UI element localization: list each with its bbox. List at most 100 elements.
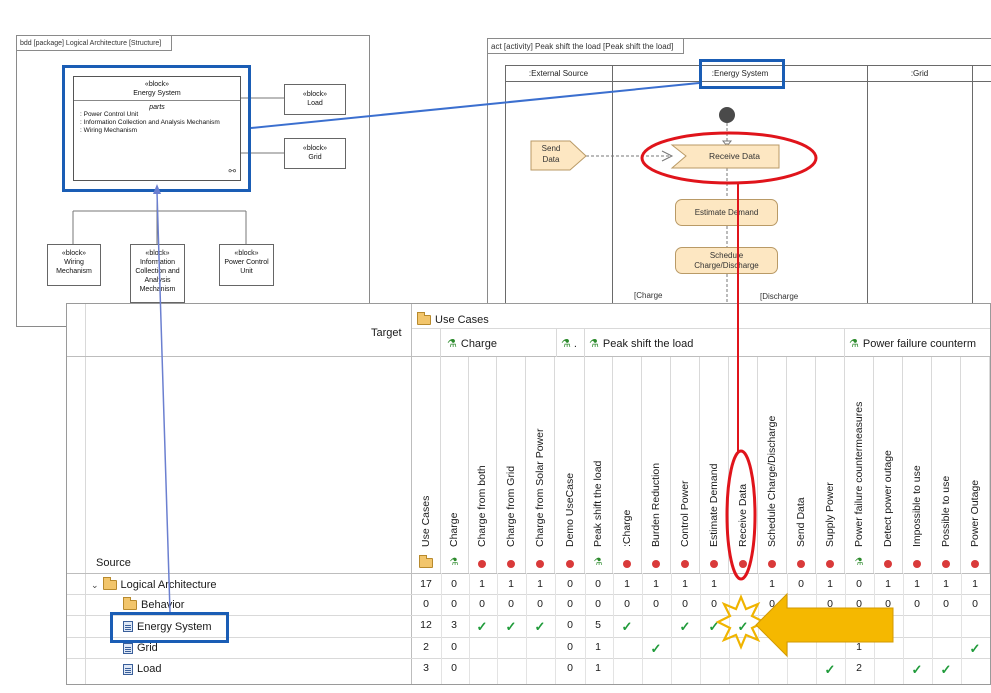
matrix-cell[interactable]: 0 [567, 662, 573, 674]
matrix-cell[interactable]: 0 [769, 598, 775, 610]
matrix-cell[interactable]: 0 [567, 578, 573, 590]
matrix-cell[interactable]: ✓ [824, 662, 836, 677]
estimate-demand-action[interactable]: Estimate Demand [675, 199, 778, 226]
matrix-cell[interactable]: 1 [595, 641, 601, 653]
column-header[interactable]: Use Cases [412, 357, 441, 573]
matrix-cell[interactable]: 0 [856, 578, 862, 590]
group-charge[interactable]: ⚗ Charge [447, 337, 497, 351]
group-power-failure[interactable]: ⚗ Power failure counterm [849, 337, 976, 351]
matrix-cell[interactable]: 2 [423, 641, 429, 653]
power-control-block[interactable]: «block» Power Control Unit [219, 244, 274, 286]
matrix-cell[interactable]: 0 [537, 598, 543, 610]
matrix-cell[interactable]: 1 [653, 578, 659, 590]
schedule-action[interactable]: Schedule Charge/Discharge [675, 247, 778, 274]
matrix-cell[interactable]: 0 [653, 598, 659, 610]
column-header[interactable]: Schedule Charge/Discharge [758, 357, 787, 573]
row-load[interactable]: Load [123, 660, 161, 678]
column-header[interactable]: Detect power outage [874, 357, 903, 573]
column-header[interactable]: Demo UseCase [556, 357, 585, 573]
column-header[interactable]: Control Power [671, 357, 700, 573]
matrix-cell[interactable]: ✓ [621, 619, 633, 634]
matrix-cell[interactable]: 0 [943, 598, 949, 610]
matrix-cell[interactable]: 1 [624, 578, 630, 590]
matrix-cell[interactable]: 0 [451, 578, 457, 590]
chevron-down-icon[interactable]: ⌄ [91, 579, 99, 590]
column-header[interactable]: Impossible to use [903, 357, 932, 573]
matrix-cell[interactable]: 0 [508, 598, 514, 610]
matrix-cell[interactable]: 0 [595, 598, 601, 610]
matrix-cell[interactable]: ✓ [679, 619, 691, 634]
matrix-cell[interactable]: 0 [451, 598, 457, 610]
matrix-cell[interactable]: 0 [479, 598, 485, 610]
matrix-cell[interactable]: 0 [972, 598, 978, 610]
matrix-cell[interactable]: 0 [451, 641, 457, 653]
matrix-cell[interactable]: 0 [451, 662, 457, 674]
matrix-cell[interactable]: 2 [856, 662, 862, 674]
matrix-cell[interactable]: 0 [567, 641, 573, 653]
matrix-cell[interactable]: 0 [885, 598, 891, 610]
lane-grid[interactable]: :Grid [910, 69, 929, 78]
matrix-cell[interactable]: 1 [682, 578, 688, 590]
group-demo[interactable]: ⚗ . [561, 337, 577, 351]
matrix-cell[interactable]: 0 [567, 598, 573, 610]
load-block[interactable]: «block» Load [284, 84, 346, 115]
matrix-cell[interactable]: 5 [595, 619, 601, 631]
matrix-cell[interactable]: ✓ [650, 641, 662, 656]
matrix-cell[interactable]: ✓ [737, 619, 749, 634]
matrix-cell[interactable]: 0 [595, 578, 601, 590]
energy-system-block[interactable]: «block» Energy System parts : Power Cont… [73, 76, 241, 181]
matrix-cell[interactable]: 0 [624, 598, 630, 610]
matrix-cell[interactable]: 1 [479, 578, 485, 590]
matrix-cell[interactable]: 0 [856, 598, 862, 610]
matrix-cell[interactable]: 1 [827, 578, 833, 590]
matrix-cell[interactable]: 0 [682, 598, 688, 610]
matrix-cell[interactable]: 1 [914, 578, 920, 590]
column-header[interactable]: Power Outage [961, 357, 990, 573]
matrix-cell[interactable]: ✓ [708, 619, 720, 634]
column-header[interactable]: Peak shift the load⚗ [584, 357, 613, 573]
column-header[interactable]: Charge⚗ [440, 357, 469, 573]
matrix-cell[interactable]: 17 [420, 578, 432, 590]
grid-block[interactable]: «block» Grid [284, 138, 346, 169]
column-header[interactable]: Estimate Demand [700, 357, 729, 573]
matrix-cell[interactable]: 0 [827, 598, 833, 610]
group-use-cases[interactable]: Use Cases [417, 312, 489, 326]
matrix-cell[interactable]: 1 [537, 578, 543, 590]
matrix-cell[interactable]: 1 [508, 578, 514, 590]
column-header[interactable]: Charge from both [468, 357, 497, 573]
matrix-cell[interactable]: 3 [451, 619, 457, 631]
matrix-cell[interactable]: 1 [972, 578, 978, 590]
info-collection-block[interactable]: «block» Information Collection and Analy… [130, 244, 185, 303]
group-peak-shift[interactable]: ⚗ Peak shift the load [589, 337, 693, 351]
matrix-cell[interactable]: 1 [595, 662, 601, 674]
row-energy-system[interactable]: Energy System [123, 617, 212, 636]
column-header[interactable]: Receive Data [729, 357, 758, 573]
column-header[interactable]: Possible to use [932, 357, 961, 573]
lane-energy-system[interactable]: :Energy System [711, 69, 769, 78]
column-header[interactable]: Supply Power [816, 357, 845, 573]
matrix-cell[interactable]: 1 [711, 578, 717, 590]
row-grid[interactable]: Grid [123, 639, 158, 657]
matrix-cell[interactable]: 0 [914, 598, 920, 610]
lane-external-source[interactable]: :External Source [528, 69, 589, 78]
column-header[interactable]: :Charge [613, 357, 642, 573]
matrix-cell[interactable]: 1 [769, 578, 775, 590]
row-behavior[interactable]: Behavior [123, 596, 184, 614]
matrix-cell[interactable]: 12 [420, 619, 432, 631]
column-header[interactable]: Burden Reduction [642, 357, 671, 573]
wiring-mechanism-block[interactable]: «block» Wiring Mechanism [47, 244, 101, 286]
column-header[interactable]: Power failure countermeasures⚗ [845, 357, 874, 573]
matrix-cell[interactable]: ✓ [505, 619, 517, 634]
matrix-cell[interactable]: 0 [567, 619, 573, 631]
column-header[interactable]: Send Data [787, 357, 816, 573]
matrix-cell[interactable]: 0 [423, 598, 429, 610]
matrix-cell[interactable]: ✓ [911, 662, 923, 677]
matrix-cell[interactable]: 3 [423, 662, 429, 674]
matrix-cell[interactable]: ✓ [476, 619, 488, 634]
matrix-cell[interactable]: ✓ [940, 662, 952, 677]
column-header[interactable]: Charge from Grid [497, 357, 526, 573]
matrix-cell[interactable]: 1 [856, 641, 862, 653]
matrix-cell[interactable]: ✓ [969, 641, 981, 656]
matrix-cell[interactable]: 1 [943, 578, 949, 590]
matrix-cell[interactable]: 0 [711, 598, 717, 610]
